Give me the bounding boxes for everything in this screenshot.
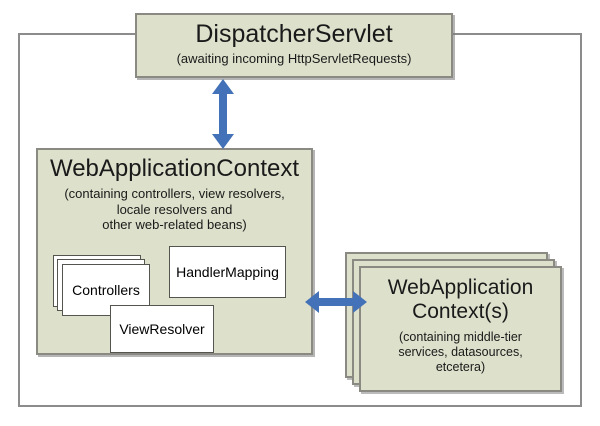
root-context-subtitle-line1: (containing middle-tier xyxy=(399,330,522,345)
controllers-label: Controllers xyxy=(72,282,140,298)
dispatcher-servlet-box: DispatcherServlet (awaiting incoming Htt… xyxy=(135,13,453,78)
arrow-webcontext-to-root-contexts xyxy=(305,290,367,314)
root-context-title-line2: Context(s) xyxy=(412,300,509,324)
dispatcher-servlet-subtitle: (awaiting incoming HttpServletRequests) xyxy=(176,51,412,67)
webapplicationcontext-subtitle-line2: locale resolvers and xyxy=(116,201,233,217)
dispatcher-servlet-title: DispatcherServlet xyxy=(195,20,393,48)
root-context-subtitle-line2: services, datasources, xyxy=(398,345,523,360)
webapplicationcontext-subtitle-line1: (containing controllers, view resolvers, xyxy=(64,186,285,202)
root-context-title-line1: WebApplication xyxy=(387,276,534,299)
root-context-subtitle: (containing middle-tier services, dataso… xyxy=(361,330,560,374)
viewresolver-label: ViewResolver xyxy=(119,321,205,337)
webapplicationcontext-title: WebApplicationContext xyxy=(49,155,300,182)
viewresolver-box: ViewResolver xyxy=(110,305,214,353)
webapplicationcontext-box: WebApplicationContext (containing contro… xyxy=(36,148,313,355)
webapplicationcontext-subtitle: (containing controllers, view resolvers,… xyxy=(38,186,311,232)
root-webapplicationcontext-box: WebApplication Context(s) (containing mi… xyxy=(359,266,562,392)
root-context-title: WebApplication Context(s) xyxy=(361,276,560,324)
arrow-dispatcher-to-webcontext xyxy=(211,79,235,149)
handlermapping-label: HandlerMapping xyxy=(176,264,279,280)
handlermapping-box: HandlerMapping xyxy=(169,246,286,298)
webapplicationcontext-subtitle-line3: other web-related beans) xyxy=(102,216,247,232)
root-context-subtitle-line3: etcetera) xyxy=(435,359,486,374)
